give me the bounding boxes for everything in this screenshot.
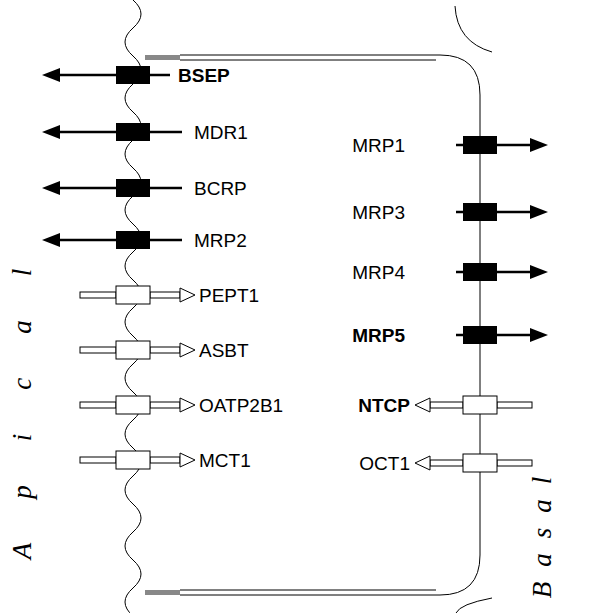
transporter-box — [463, 454, 497, 472]
side-label: Basal — [529, 462, 556, 599]
uptake-arrow — [80, 402, 116, 408]
arrow-head — [530, 205, 548, 219]
uptake-arrow — [80, 292, 116, 298]
arrow-head — [415, 456, 430, 470]
cell-boundary — [180, 60, 436, 61]
transporter-box — [116, 341, 150, 359]
uptake-arrow — [497, 460, 532, 466]
transporter-label: MDR1 — [194, 123, 248, 142]
efflux-transporter — [42, 66, 182, 249]
transporter-label: MRP1 — [352, 136, 405, 155]
transporter-label: MCT1 — [199, 451, 251, 470]
uptake-arrow — [150, 292, 180, 298]
uptake-arrow — [497, 402, 532, 408]
transporter-label: MRP4 — [352, 263, 405, 282]
transporter-box — [463, 203, 497, 221]
uptake-arrow — [430, 402, 463, 408]
arrow-head — [42, 68, 60, 82]
arrow-head — [42, 181, 60, 195]
transporter-box — [116, 396, 150, 414]
side-label: Apical — [9, 225, 36, 559]
transporter-box — [463, 263, 497, 281]
apical-membrane — [125, 0, 141, 613]
transporter-box — [116, 451, 150, 469]
uptake-arrow — [80, 457, 116, 463]
neighbour-boundary — [456, 598, 492, 613]
efflux-transporter — [456, 136, 548, 344]
uptake-arrow — [150, 457, 180, 463]
transporter-label: MRP3 — [352, 203, 405, 222]
uptake-transporter — [80, 286, 195, 469]
arrow-head — [530, 138, 548, 152]
uptake-arrow — [150, 347, 180, 353]
transporter-label: NTCP — [358, 396, 410, 415]
neighbour-boundary — [455, 6, 492, 52]
arrow-head — [180, 453, 195, 467]
arrow-head — [180, 398, 195, 412]
transporter-label: ASBT — [199, 341, 249, 360]
transporter-label: PEPT1 — [199, 286, 259, 305]
transporter-box — [116, 286, 150, 304]
transporter-box — [463, 396, 497, 414]
transporter-box — [116, 179, 150, 197]
uptake-transporter — [415, 396, 532, 472]
arrow-head — [180, 288, 195, 302]
transporter-label: MRP2 — [194, 231, 247, 250]
arrow-head — [180, 343, 195, 357]
uptake-arrow — [150, 402, 180, 408]
arrow-head — [42, 233, 60, 247]
tight-junction — [145, 55, 180, 60]
cell-boundary — [180, 590, 436, 591]
transporter-label: OCT1 — [359, 454, 410, 473]
cell-boundary — [180, 55, 480, 595]
transporter-box — [116, 231, 150, 249]
tight-junction — [145, 590, 180, 595]
uptake-arrow — [80, 347, 116, 353]
transporter-label: MRP5 — [352, 326, 405, 345]
transporter-label: BCRP — [194, 179, 247, 198]
transporter-box — [116, 66, 150, 84]
arrow-head — [415, 398, 430, 412]
efflux-arrow — [58, 74, 170, 77]
arrow-head — [42, 125, 60, 139]
uptake-arrow — [430, 460, 463, 466]
transporter-label: BSEP — [178, 66, 230, 85]
arrow-head — [530, 328, 548, 342]
arrow-head — [530, 265, 548, 279]
transporter-label: OATP2B1 — [199, 396, 283, 415]
transporter-box — [116, 123, 150, 141]
transporter-box — [463, 326, 497, 344]
transporter-box — [463, 136, 497, 154]
